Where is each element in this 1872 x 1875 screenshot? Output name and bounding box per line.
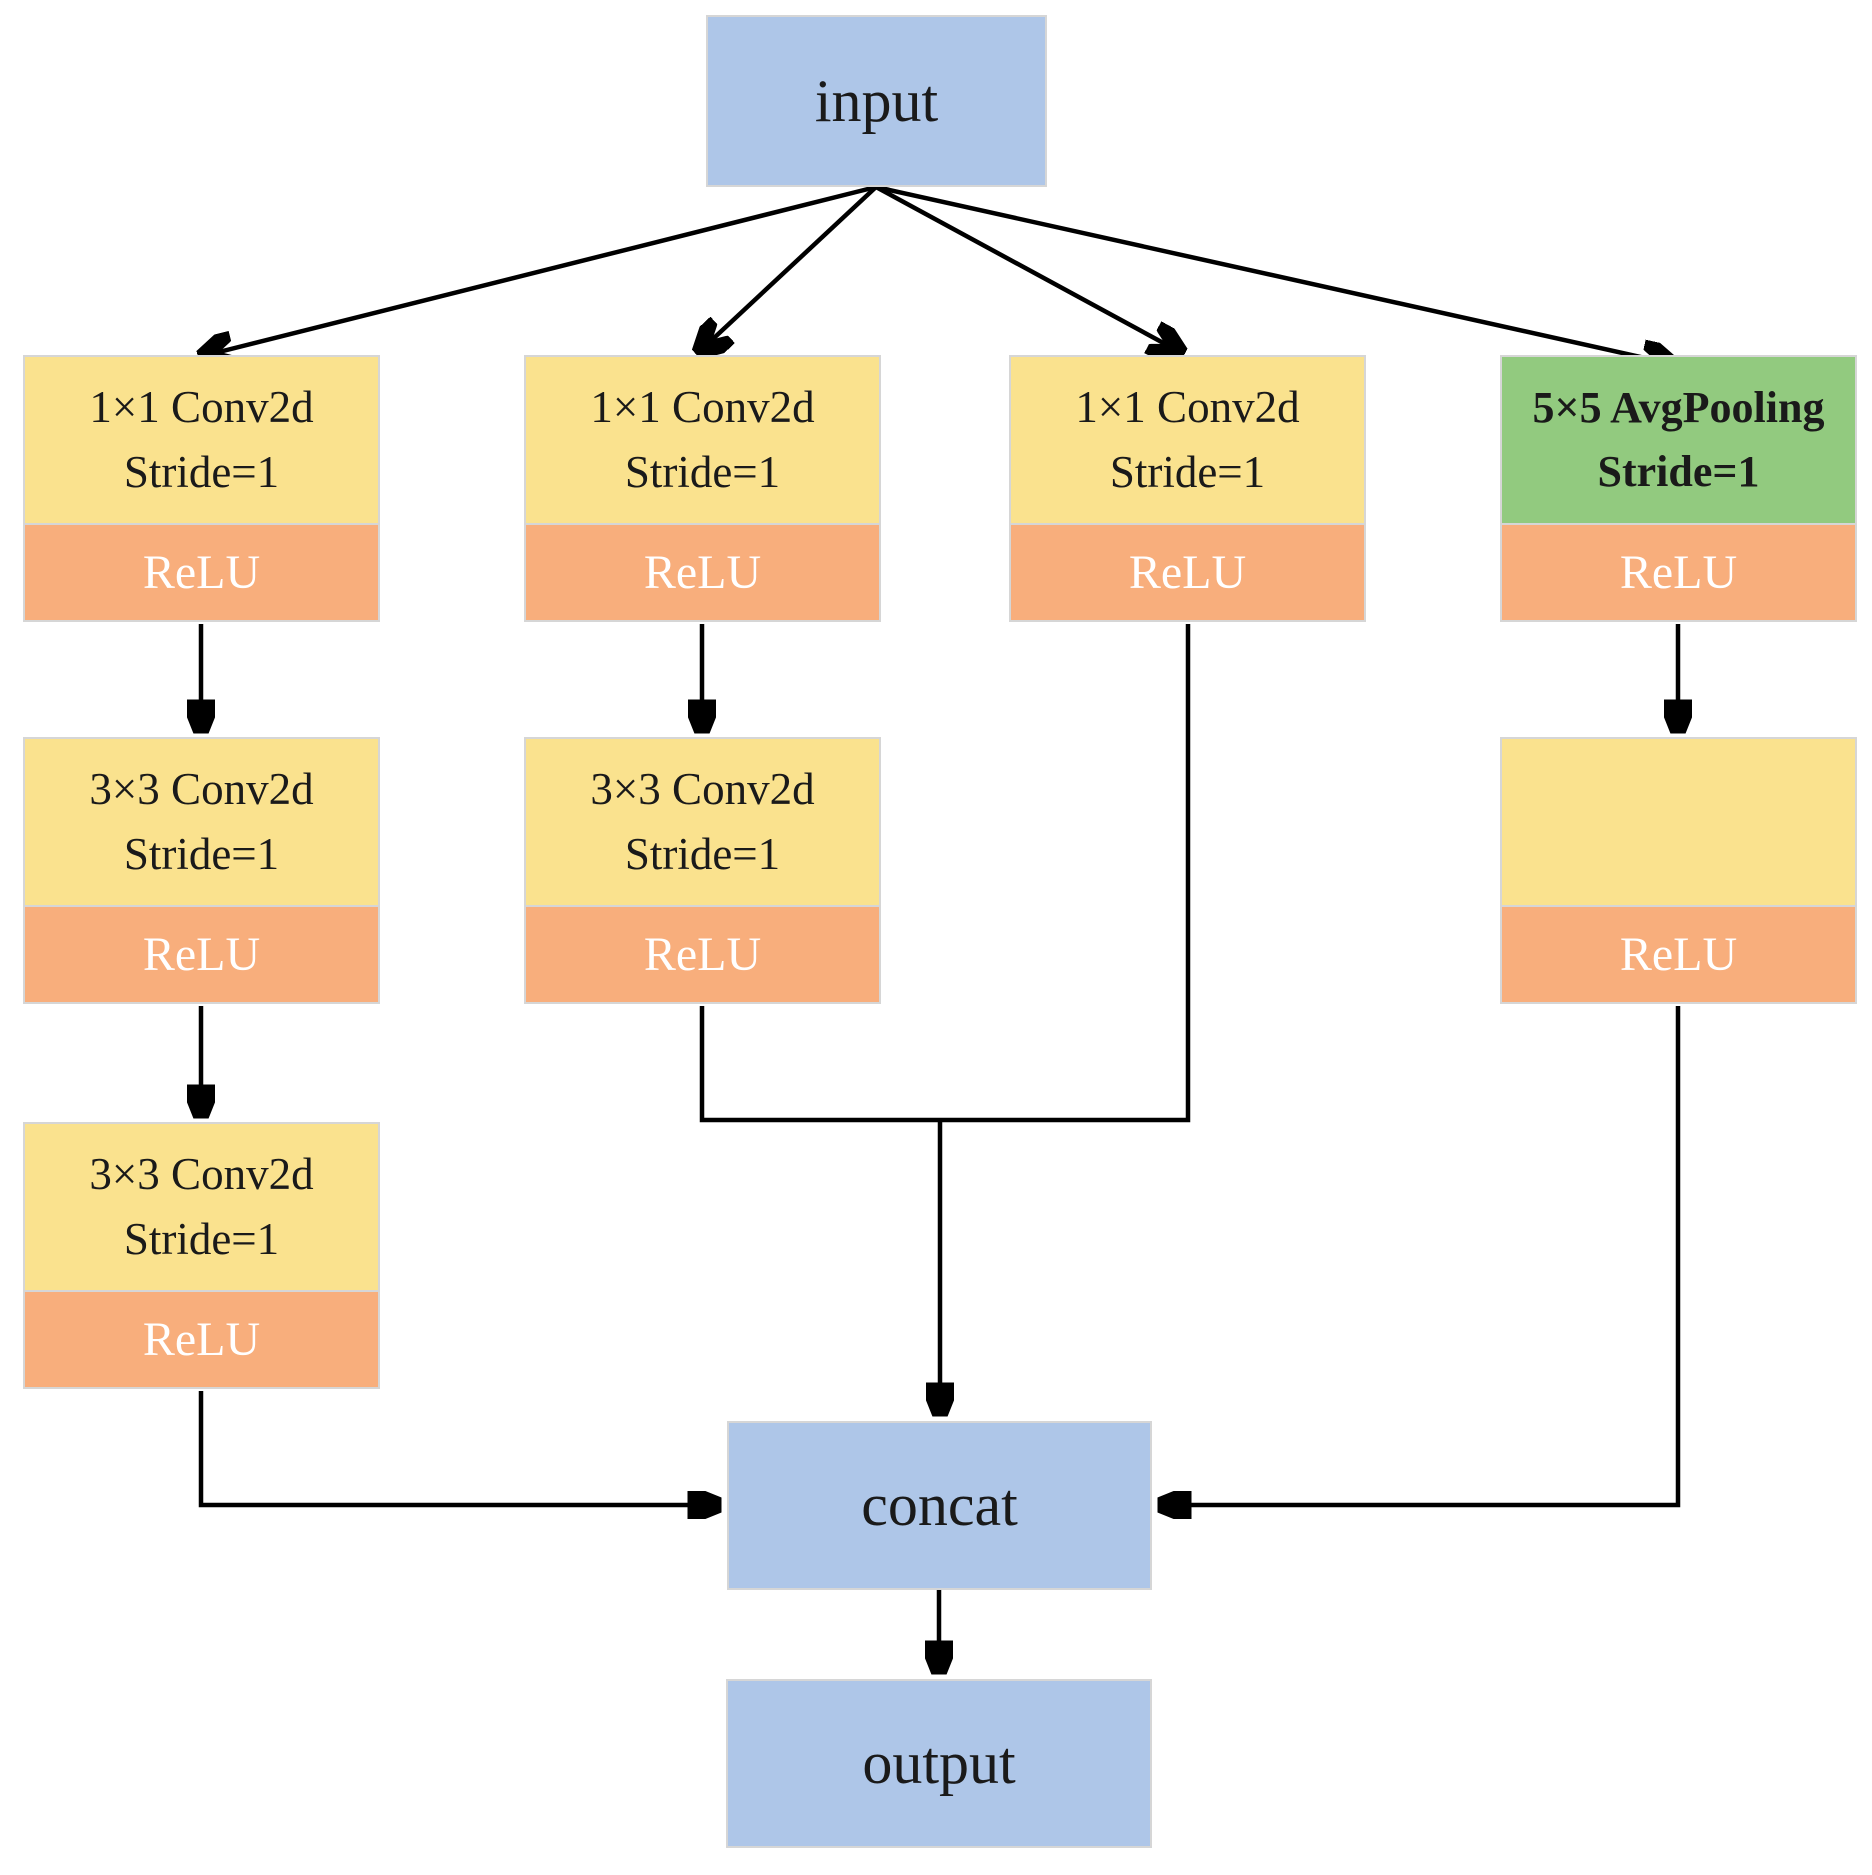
op-stride-label: Stride=1 [1109,447,1266,497]
branch-1-block-3: 3×3 Conv2d Stride=1 ReLU [23,1122,380,1389]
op-kernel-label: 1×1 Conv2d [1075,381,1300,432]
op-kernel-label: 3×3 Conv2d [89,1148,314,1199]
relu-bar: ReLU [1502,907,1855,1002]
relu-bar: ReLU [1502,525,1855,620]
connector-branch-1-to-concat [198,1391,719,1505]
branch-2-block-2: 3×3 Conv2d Stride=1 ReLU [524,737,881,1004]
op-stride-label: Stride=1 [624,829,781,879]
arrow-input-to-branch-2 [700,185,878,351]
conv-op: 1×1 Conv2d Stride=1 [526,357,879,525]
conv-op: 3×3 Conv2d Stride=1 [25,1124,378,1292]
relu-bar: ReLU [1011,525,1364,620]
input-node: input [706,15,1047,187]
connector-branch-4-to-concat [1160,1006,1681,1505]
relu-bar: ReLU [25,907,378,1002]
op-stride-label: Stride=1 [123,829,280,879]
branch-1-block-2: 3×3 Conv2d Stride=1 ReLU [23,737,380,1004]
branch-3-block-1: 1×1 Conv2d Stride=1 ReLU [1009,355,1366,622]
arrow-input-to-branch-3 [874,185,1180,352]
branch-4-block-1: 5×5 AvgPooling Stride=1 ReLU [1500,355,1857,622]
concat-node: concat [727,1421,1152,1590]
relu-bar: ReLU [25,1292,378,1387]
arrow-input-to-branch-1 [203,184,877,356]
op-kernel-label: 3×3 Conv2d [89,763,314,814]
op-kernel-label: 1×1 Conv2d [590,381,815,432]
conv-op [1502,739,1855,907]
conv-op: 3×3 Conv2d Stride=1 [25,739,378,907]
op-stride-label: Stride=1 [123,447,280,497]
conv-op: 1×1 Conv2d Stride=1 [25,357,378,525]
op-stride-label: Stride=1 [624,447,781,497]
relu-bar: ReLU [526,907,879,1002]
op-stride-label: Stride=1 [123,1214,280,1264]
relu-bar: ReLU [25,525,378,620]
branch-4-block-2: ReLU [1500,737,1857,1004]
output-node: output [726,1679,1152,1848]
conv-op: 3×3 Conv2d Stride=1 [526,739,879,907]
op-kernel-label: 5×5 AvgPooling [1532,382,1825,432]
arrow-input-to-branch-4 [875,184,1672,364]
avgpool-op: 5×5 AvgPooling Stride=1 [1502,357,1855,525]
conv-op: 1×1 Conv2d Stride=1 [1011,357,1364,525]
op-kernel-label: 1×1 Conv2d [89,381,314,432]
op-kernel-label: 3×3 Conv2d [590,763,815,814]
connector-merge-branch-2-3 [699,624,1191,1123]
relu-bar: ReLU [526,525,879,620]
op-stride-label: Stride=1 [1597,447,1760,496]
branch-1-block-1: 1×1 Conv2d Stride=1 ReLU [23,355,380,622]
branch-2-block-1: 1×1 Conv2d Stride=1 ReLU [524,355,881,622]
